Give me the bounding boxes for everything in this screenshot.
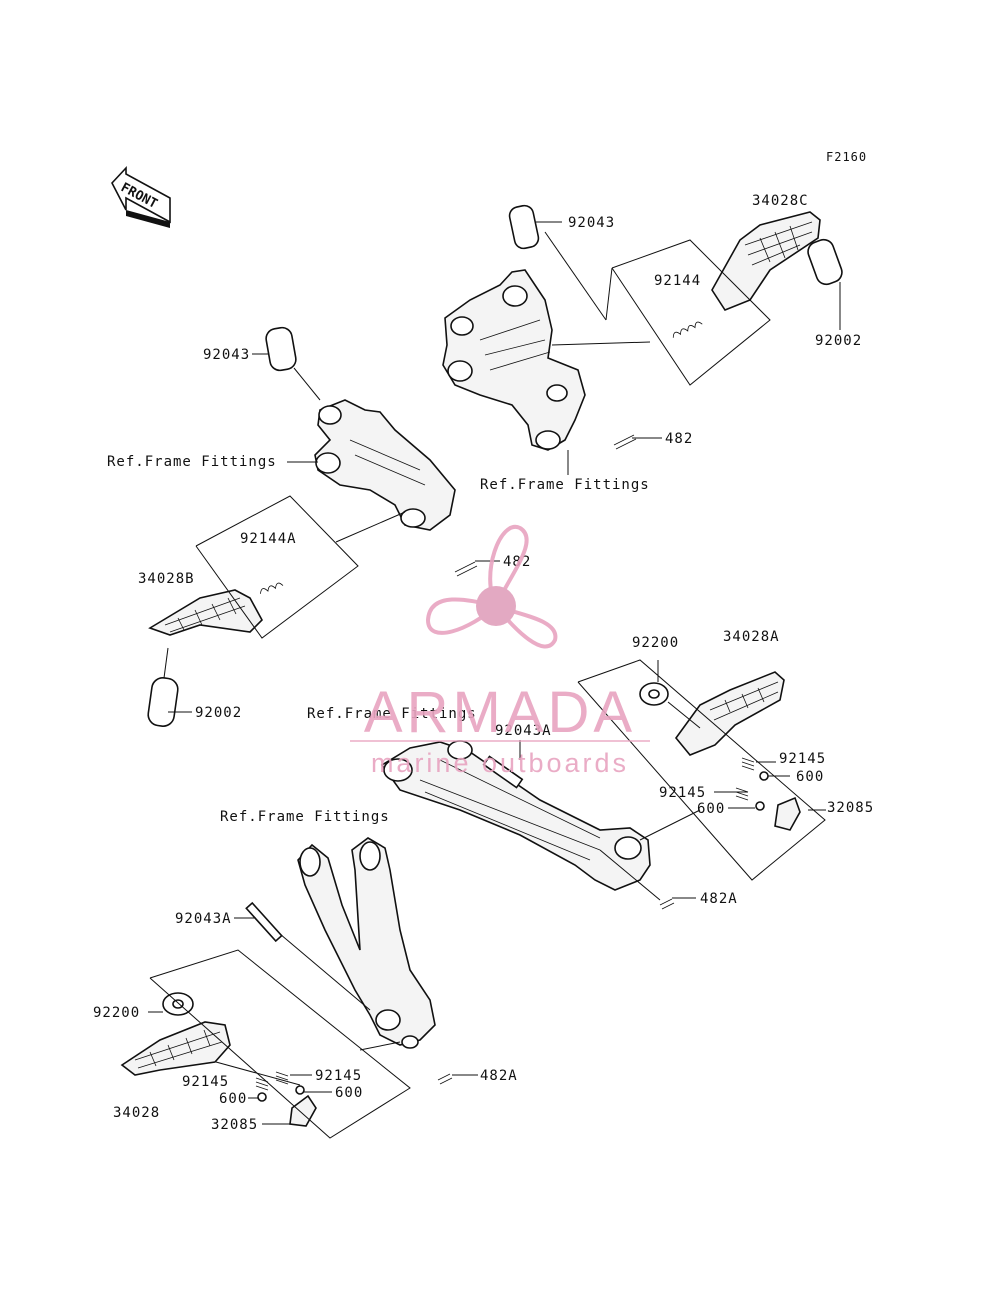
middle-right-footpeg	[639, 671, 785, 756]
label-32085-right: 32085	[827, 800, 874, 816]
label-92145-r2: 92145	[659, 785, 706, 801]
middle-pin	[659, 898, 675, 910]
label-34028A: 34028A	[723, 629, 780, 645]
label-92200-right: 92200	[632, 635, 679, 651]
middle-right-springs	[735, 757, 801, 831]
label-92145-b2: 92145	[182, 1074, 229, 1090]
label-92043-top: 92043	[568, 215, 615, 231]
watermark-tagline: marine outboards	[371, 748, 629, 778]
propeller-logo-icon	[425, 524, 558, 649]
label-ref-frame-left: Ref.Frame Fittings	[107, 454, 277, 470]
label-ref-frame-mid: Ref.Frame Fittings	[307, 706, 477, 722]
top-right-spring	[672, 321, 703, 338]
label-92145-b1: 92145	[315, 1068, 362, 1084]
middle-rear-bracket	[380, 740, 651, 891]
watermark: ARMADA marine outboards	[350, 524, 650, 778]
top-right-pin	[613, 434, 637, 450]
left-upper-bracket	[265, 326, 456, 531]
label-600-r2: 600	[697, 801, 725, 817]
left-upper-spring	[260, 582, 284, 594]
leader-lines	[148, 221, 841, 1139]
top-right-footpeg	[711, 211, 843, 311]
left-upper-footpeg	[147, 589, 263, 727]
label-92043A-bottom: 92043A	[175, 911, 232, 927]
label-92144: 92144	[654, 273, 701, 289]
label-482A-bottom: 482A	[480, 1068, 518, 1084]
label-32085-left: 32085	[211, 1117, 258, 1133]
front-arrow-icon: FRONT	[111, 165, 171, 228]
diagram-code: F2160	[826, 150, 867, 164]
label-34028C: 34028C	[752, 193, 809, 209]
label-92002-right: 92002	[815, 333, 862, 349]
label-92200-left: 92200	[93, 1005, 140, 1021]
label-92002-left: 92002	[195, 705, 242, 721]
label-34028: 34028	[113, 1105, 160, 1121]
bottom-pin	[437, 1073, 453, 1085]
label-482A-mid: 482A	[700, 891, 738, 907]
top-right-bracket	[442, 204, 586, 451]
label-92043A-mid: 92043A	[495, 723, 552, 739]
label-600-b1: 600	[335, 1085, 363, 1101]
bottom-rear-bracket	[245, 837, 436, 1049]
watermark-brand: ARMADA	[364, 680, 636, 745]
label-482-top: 482	[665, 431, 693, 447]
label-92043-left: 92043	[203, 347, 250, 363]
label-ref-frame-top: Ref.Frame Fittings	[480, 477, 650, 493]
label-34028B: 34028B	[138, 571, 195, 587]
label-600-r1: 600	[796, 769, 824, 785]
label-600-b2: 600	[219, 1091, 247, 1107]
left-upper-pin	[454, 561, 478, 577]
label-ref-frame-bottom: Ref.Frame Fittings	[220, 809, 390, 825]
bottom-left-springs	[255, 1071, 317, 1127]
label-92145-r1: 92145	[779, 751, 826, 767]
label-92144A: 92144A	[240, 531, 297, 547]
